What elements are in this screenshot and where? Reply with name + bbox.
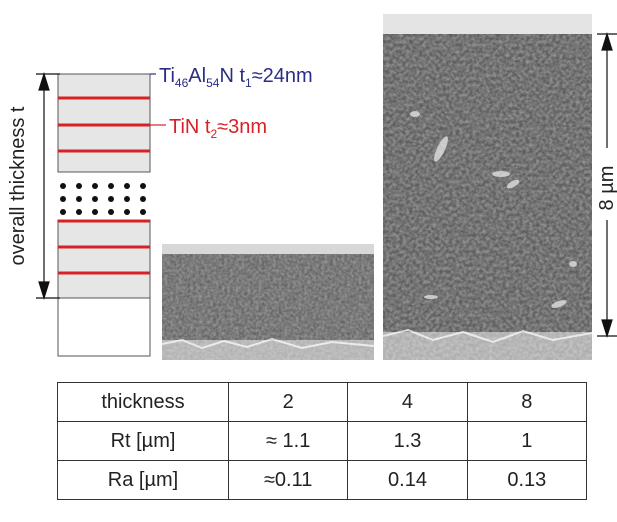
- table-cell: ≈0.11: [227, 460, 349, 500]
- roughness-table: thickness 2 4 8 Rt [µm] ≈ 1.1 1.3 1 Ra […: [57, 382, 588, 500]
- scale-bar-label: 8 µm: [596, 165, 617, 211]
- coating-block-upper: [57, 73, 151, 173]
- table-cell: ≈ 1.1: [227, 421, 349, 461]
- thickness-arrow: [36, 71, 60, 301]
- table-row: Ra [µm] ≈0.11 0.14 0.13: [57, 460, 588, 500]
- substrate: [57, 297, 151, 357]
- table-cell: 8: [466, 382, 588, 422]
- table-cell: 1.3: [347, 421, 468, 461]
- scale-bar-8um: [597, 31, 617, 339]
- table-cell: 4: [347, 382, 468, 422]
- table-cell: 0.13: [466, 460, 588, 500]
- row-header: thickness: [57, 382, 229, 422]
- tin-layer-label: TiN t2≈3nm: [169, 116, 267, 141]
- tialn-layer-label: Ti46Al54N t1≈24nm: [159, 65, 313, 90]
- overall-thickness-label: overall thickness t: [7, 106, 29, 265]
- table-row: thickness 2 4 8: [57, 382, 588, 422]
- sem-image-2um: [162, 244, 374, 360]
- sem-image-8um: [383, 14, 592, 360]
- table-cell: 0.14: [347, 460, 468, 500]
- table-cell: 1: [466, 421, 588, 461]
- row-header: Rt [µm]: [57, 421, 229, 461]
- row-header: Ra [µm]: [57, 460, 229, 500]
- coating-block-lower: [57, 219, 151, 299]
- continuation-dots: [60, 183, 146, 215]
- table-row: Rt [µm] ≈ 1.1 1.3 1: [57, 421, 588, 461]
- multilayer-schematic: overall thickness t Ti46Al54N t1≈24nm Ti…: [7, 65, 313, 357]
- table-cell: 2: [227, 382, 349, 422]
